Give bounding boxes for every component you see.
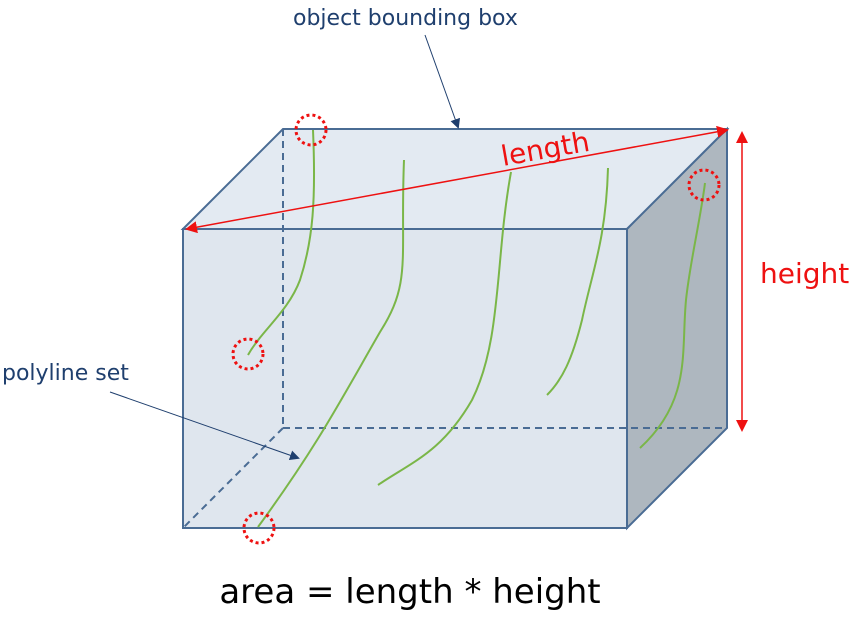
length-arrow [185,125,729,234]
endpoint-circle [231,337,265,371]
polyline-set-label: polyline set [2,361,129,386]
polyline [377,171,512,486]
bounding-box-label: object bounding box [293,6,518,31]
area-formula: area = length * height [219,572,600,612]
polyline [257,159,405,528]
bounding-box-pointer [424,34,461,129]
polyline-set-pointer [109,391,300,461]
bounding-box [180,126,730,531]
height-label: height [760,257,849,290]
endpoint-circle [242,511,276,545]
front-face [182,228,628,529]
